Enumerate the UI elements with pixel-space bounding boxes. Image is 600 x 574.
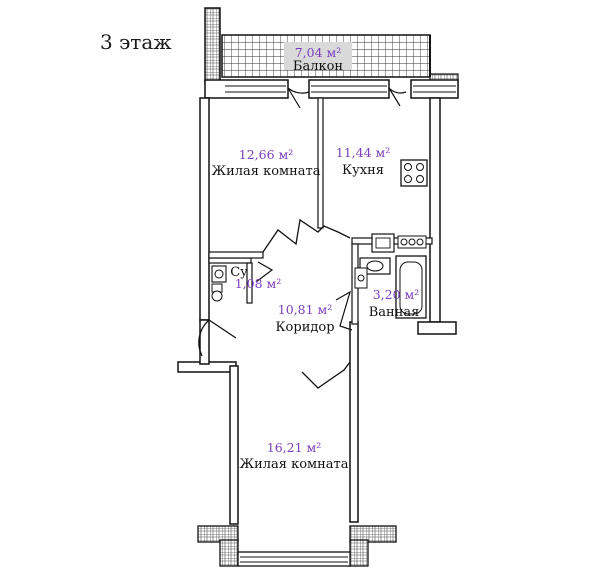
stove-icon (400, 159, 428, 187)
living-bottom-area: 16,21 м² (267, 440, 322, 455)
fixtures (211, 159, 428, 319)
toilet-icon (211, 283, 223, 302)
bathtub-icon (395, 255, 427, 319)
balcony-door-left (287, 87, 310, 109)
kitchen-area: 11,44 м² (336, 145, 391, 160)
balcony-label-bg (284, 42, 352, 70)
bottom-wall (197, 525, 397, 567)
balcony-door-right (388, 87, 407, 107)
balcony-name: Балкон (293, 59, 343, 74)
bottom-right-pier (349, 525, 397, 543)
door-entrance (198, 319, 237, 357)
room-labels: 7,04 м² Балкон 12,66 м² Жилая комната 11… (211, 45, 419, 472)
doors (198, 218, 353, 389)
door-living-bottom (301, 361, 351, 389)
balcony-left-pier (204, 7, 221, 84)
bathroom-name: Ванная (369, 305, 420, 320)
washer-icon (354, 267, 368, 289)
top-wall (204, 79, 459, 109)
bottom-left-pier (197, 525, 239, 543)
door-living-top (262, 218, 351, 253)
balcony (204, 7, 459, 87)
kitchen-name: Кухня (342, 163, 384, 178)
corridor-name: Коридор (275, 320, 334, 335)
living-top-area: 12,66 м² (239, 147, 294, 162)
floor-label: 3 этаж (100, 30, 172, 54)
balcony-area: 7,04 м² (295, 45, 342, 60)
living-top-name: Жилая комната (211, 164, 320, 179)
wc-area: 1,08 м² (235, 276, 282, 291)
living-bottom-name: Жилая комната (239, 457, 348, 472)
bottom-window (237, 551, 351, 567)
kitchen-sink-icon (371, 233, 427, 253)
wc-sink-icon (211, 265, 227, 283)
bathroom-area: 3,20 м² (373, 287, 420, 302)
wc-name: Су (230, 265, 248, 280)
exterior-walls (177, 97, 457, 525)
corridor-area: 10,81 м² (278, 302, 333, 317)
